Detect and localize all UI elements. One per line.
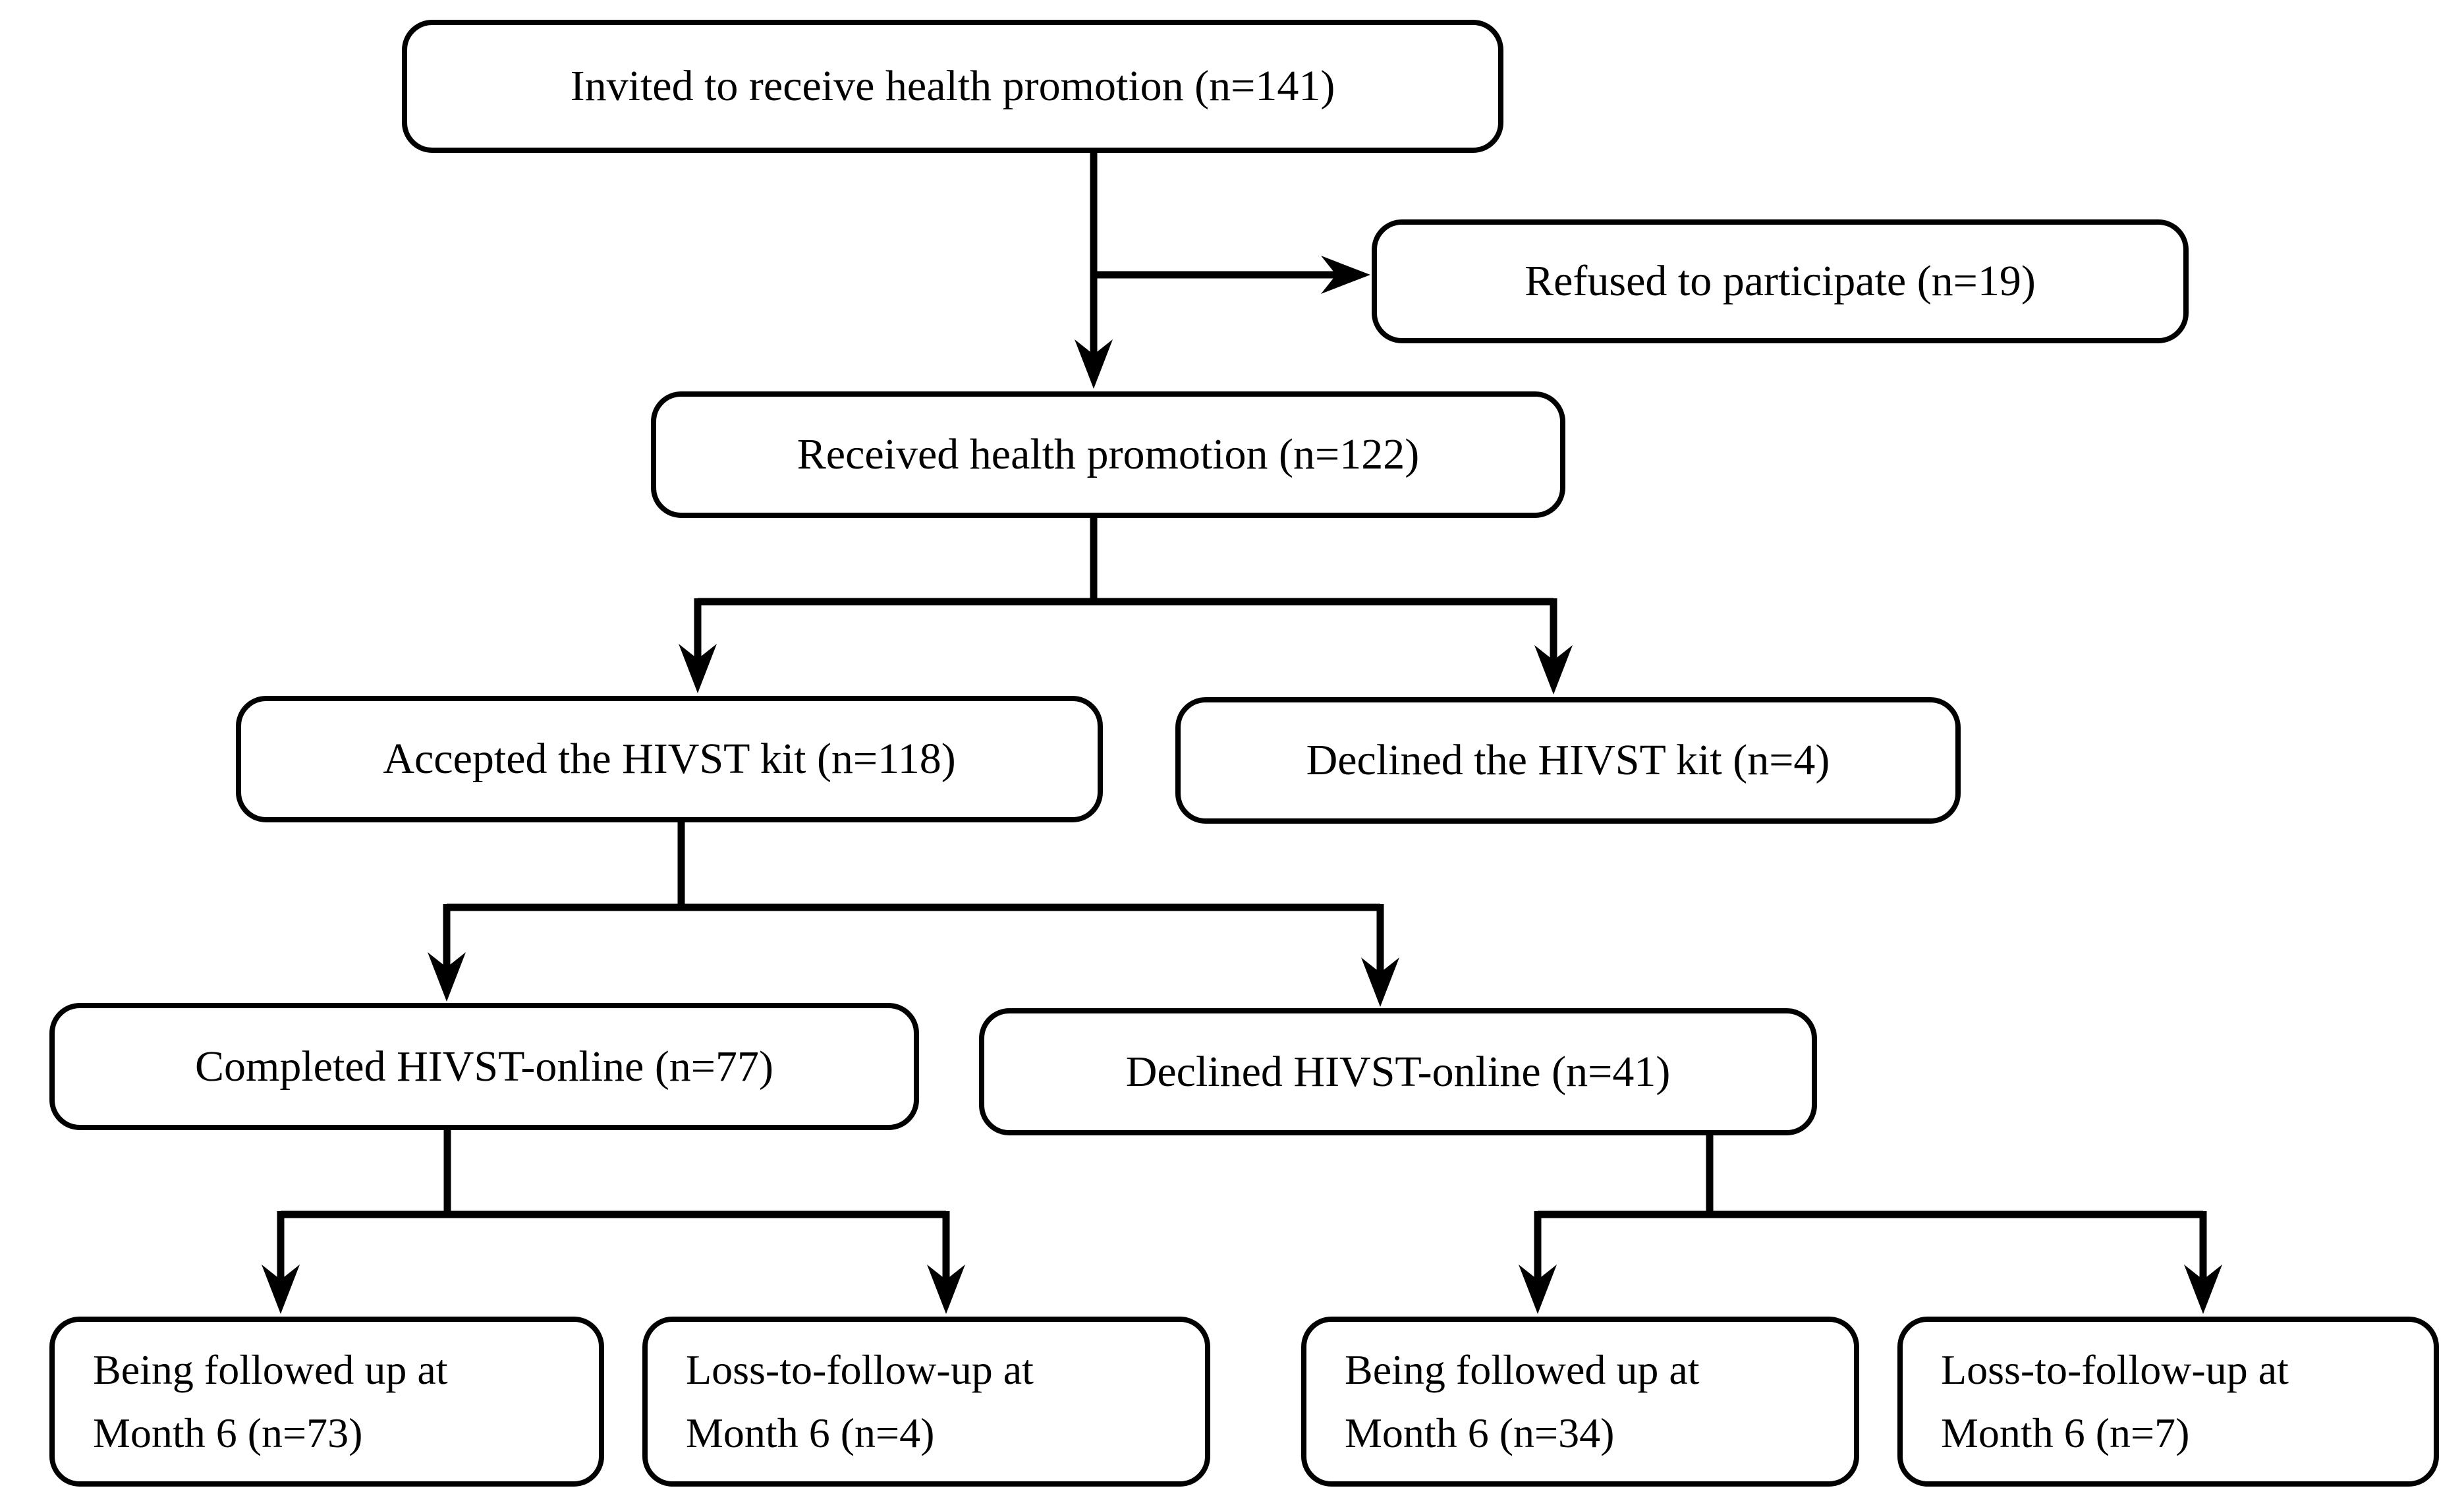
node-declined-kit-label: Declined the HIVST kit (n=4) (1306, 736, 1830, 785)
node-completed-online: Completed HIVST-online (n=77) (49, 1003, 919, 1130)
node-accepted-kit-label: Accepted the HIVST kit (n=118) (383, 735, 956, 783)
node-followed-up-completed-line2: Month 6 (n=73) (93, 1409, 363, 1456)
node-refused-label: Refused to participate (n=19) (1525, 257, 2036, 306)
node-ltfu-declined-line2: Month 6 (n=7) (1941, 1409, 2190, 1456)
node-invited-label: Invited to receive health promotion (n=1… (570, 62, 1335, 111)
connector-received-split (679, 517, 1573, 695)
node-declined-online: Declined HIVST-online (n=41) (979, 1008, 1817, 1135)
connector-invited-to-received (1075, 153, 1113, 389)
node-ltfu-completed-line1: Loss-to-follow-up at (686, 1346, 1034, 1393)
node-ltfu-completed: Loss-to-follow-up at Month 6 (n=4) (642, 1317, 1210, 1487)
node-followed-up-completed: Being followed up at Month 6 (n=73) (49, 1317, 604, 1487)
node-invited: Invited to receive health promotion (n=1… (402, 20, 1503, 153)
node-followed-up-declined-line1: Being followed up at (1345, 1346, 1700, 1393)
node-ltfu-declined-line1: Loss-to-follow-up at (1941, 1346, 2289, 1393)
node-declined-kit: Declined the HIVST kit (n=4) (1175, 697, 1961, 824)
node-ltfu-completed-line2: Month 6 (n=4) (686, 1409, 935, 1456)
connector-completed-split (262, 1129, 965, 1314)
connector-declined-online-split (1519, 1135, 2222, 1314)
connector-invited-to-refused (1094, 256, 1370, 294)
node-declined-online-label: Declined HIVST-online (n=41) (1125, 1047, 1671, 1096)
node-refused: Refused to participate (n=19) (1372, 219, 2189, 343)
node-received: Received health promotion (n=122) (651, 391, 1565, 518)
node-followed-up-completed-line1: Being followed up at (93, 1346, 448, 1393)
node-completed-online-label: Completed HIVST-online (n=77) (194, 1042, 773, 1091)
node-received-label: Received health promotion (n=122) (797, 430, 1420, 479)
connector-accepted-split (428, 821, 1399, 1007)
node-followed-up-declined: Being followed up at Month 6 (n=34) (1301, 1317, 1859, 1487)
node-followed-up-declined-line2: Month 6 (n=34) (1345, 1409, 1615, 1456)
node-accepted-kit: Accepted the HIVST kit (n=118) (236, 696, 1103, 822)
node-ltfu-declined: Loss-to-follow-up at Month 6 (n=7) (1897, 1317, 2439, 1487)
